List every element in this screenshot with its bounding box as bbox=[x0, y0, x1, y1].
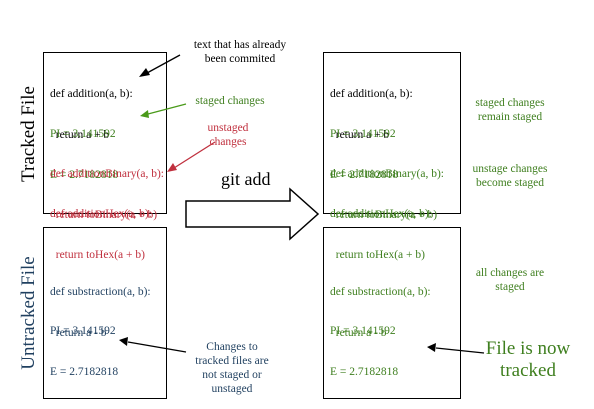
code-line: def additionHex(a, b): bbox=[330, 208, 432, 220]
code-line: return a - b bbox=[50, 326, 107, 339]
become-staged-annotation: unstage changes become staged bbox=[460, 162, 560, 190]
right-committed-code: def addition(a, b): return a + b bbox=[330, 61, 413, 156]
git-add-arrow bbox=[185, 187, 320, 241]
now-tracked-arrowhead bbox=[427, 343, 436, 352]
annotation-line: not staged or bbox=[202, 369, 262, 381]
staged-annotation: staged changes bbox=[180, 94, 280, 108]
committed-annotation: text that has already been commited bbox=[178, 38, 302, 66]
annotation-line: unstaged bbox=[207, 122, 249, 134]
left-staged-code: PI = 3.141592 E = 2.7182818 bbox=[50, 101, 118, 196]
annotation-line: staged changes bbox=[475, 97, 545, 109]
right-staged-code-binary: def additionBinary(a, b): return toBinar… bbox=[330, 141, 444, 236]
left-untracked-file-box bbox=[43, 227, 167, 399]
code-line: def additionHex(a, b): bbox=[50, 208, 152, 220]
code-line: return a + b bbox=[330, 128, 390, 141]
annotation-line: been commited bbox=[204, 53, 276, 65]
right-staged-code-hex: def additionHex(a, b): return toHex(a + … bbox=[330, 181, 432, 276]
code-line: return toHex(a + b) bbox=[330, 248, 425, 261]
annotation-line: all changes are bbox=[475, 267, 545, 279]
unstaged-arrow-line bbox=[173, 141, 216, 169]
left-unstaged-code-hex: def additionHex(a, b): return toHex(a + … bbox=[50, 181, 152, 276]
left-untracked-code-func: def substraction(a, b): return a - b bbox=[50, 259, 151, 354]
code-line: def additionBinary(a, b): bbox=[330, 168, 445, 180]
code-line: return toBinary(a + b) bbox=[50, 208, 158, 221]
code-line: return a + b bbox=[50, 128, 110, 141]
right-untracked-file-box bbox=[323, 227, 461, 399]
code-line: return toHex(a + b) bbox=[50, 248, 145, 261]
unstaged-annotation: unstaged changes bbox=[198, 121, 258, 149]
right-untracked-code-consts: PI = 3.141592 E = 2.7182818 bbox=[330, 298, 398, 393]
code-line: PI = 3.141592 bbox=[330, 128, 396, 140]
now-tracked-arrow-line bbox=[435, 347, 485, 354]
code-line: def addition(a, b): bbox=[50, 88, 133, 100]
left-tracked-file-box bbox=[43, 52, 167, 214]
all-staged-annotation: all changes are staged bbox=[462, 266, 558, 294]
not-staged-arrowhead bbox=[119, 337, 128, 346]
annotation-line: staged changes bbox=[195, 95, 265, 107]
committed-arrowhead bbox=[139, 68, 150, 77]
staged-arrowhead bbox=[140, 110, 149, 118]
git-add-label: git add bbox=[221, 169, 271, 189]
annotation-line: remain staged bbox=[477, 111, 543, 123]
code-line: def addition(a, b): bbox=[330, 88, 413, 100]
code-line: E = 2.7182818 bbox=[330, 365, 399, 378]
remain-staged-annotation: staged changes remain staged bbox=[462, 96, 558, 124]
code-line: E = 2.7182818 bbox=[330, 168, 399, 181]
code-line: PI = 3.141592 bbox=[330, 325, 396, 337]
annotation-line: tracked bbox=[500, 360, 556, 381]
right-tracked-file-box bbox=[323, 52, 461, 214]
left-unstaged-code-binary: def additionBinary(a, b): return toBinar… bbox=[50, 141, 164, 236]
code-line: PI = 3.141592 bbox=[50, 325, 116, 337]
annotation-line: become staged bbox=[475, 177, 544, 189]
not-staged-arrow-line bbox=[127, 341, 187, 353]
now-tracked-annotation: File is now tracked bbox=[478, 338, 578, 382]
not-staged-annotation: Changes to tracked files are not staged … bbox=[180, 340, 284, 396]
unstaged-arrowhead bbox=[167, 163, 177, 172]
committed-arrow-line bbox=[146, 54, 181, 74]
code-line: PI = 3.141592 bbox=[50, 128, 116, 140]
code-line: return a - b bbox=[330, 326, 387, 339]
code-line: def substraction(a, b): bbox=[330, 286, 431, 298]
annotation-line: unstaged bbox=[211, 383, 253, 395]
right-staged-code-consts: PI = 3.141592 E = 2.7182818 bbox=[330, 101, 398, 196]
annotation-line: staged bbox=[495, 281, 525, 293]
left-untracked-code-consts: PI = 3.141592 E = 2.7182818 bbox=[50, 298, 118, 393]
code-line: return toBinary(a + b) bbox=[330, 208, 438, 221]
annotation-line: text that has already bbox=[193, 39, 287, 51]
code-line: E = 2.7182818 bbox=[50, 168, 119, 181]
annotation-line: Changes to bbox=[206, 341, 258, 353]
left-committed-code: def addition(a, b): return a + b bbox=[50, 61, 133, 156]
right-untracked-code-func: def substraction(a, b): return a - b bbox=[330, 259, 431, 354]
annotation-line: changes bbox=[209, 136, 247, 148]
annotation-line: tracked files are bbox=[195, 355, 269, 367]
staged-arrow-line bbox=[147, 103, 187, 115]
code-line: def additionBinary(a, b): bbox=[50, 168, 165, 180]
annotation-line: File is now bbox=[485, 338, 571, 359]
code-line: E = 2.7182818 bbox=[50, 365, 119, 378]
annotation-line: unstage changes bbox=[472, 163, 548, 175]
code-line: def substraction(a, b): bbox=[50, 286, 151, 298]
